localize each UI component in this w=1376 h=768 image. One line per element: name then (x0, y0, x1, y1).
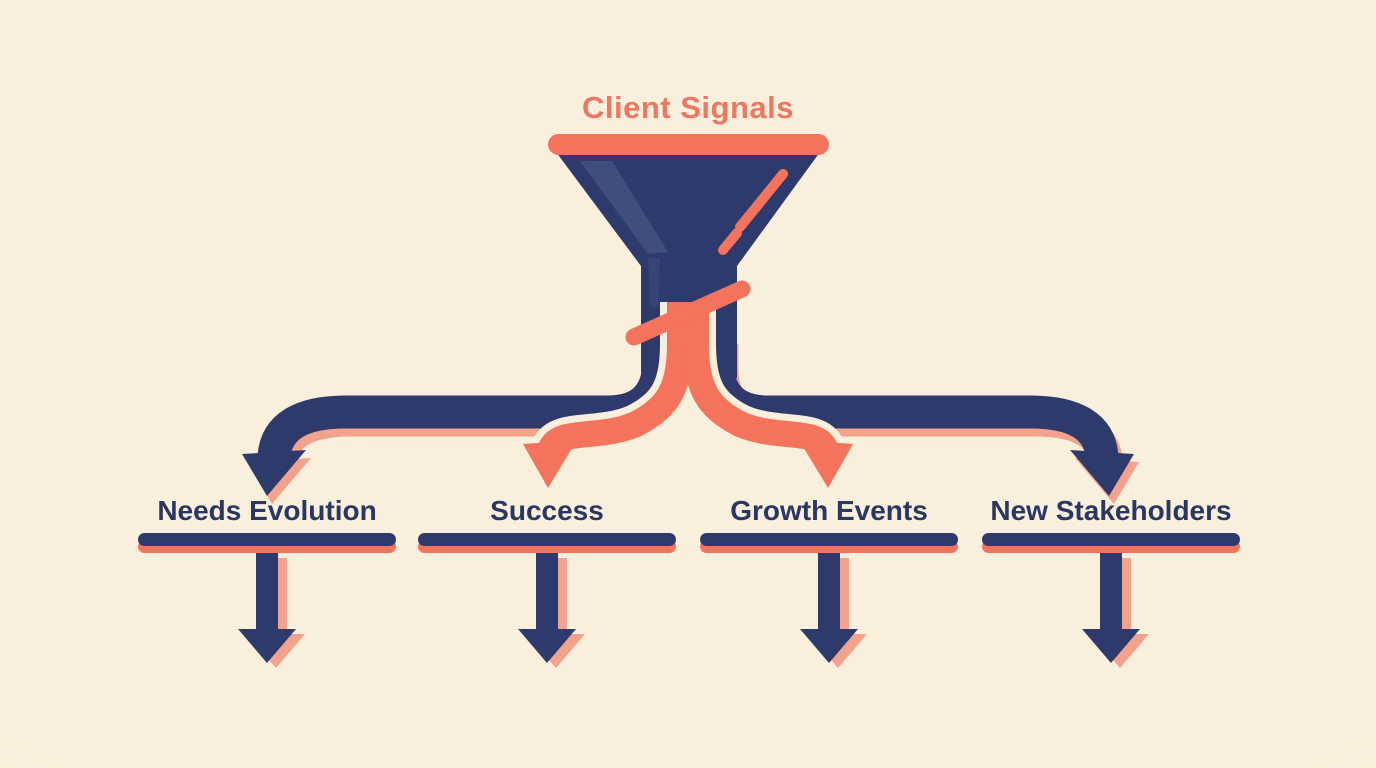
left-ribbon (539, 302, 693, 456)
branch-success: Success (418, 493, 676, 668)
down-arrow-icon (238, 553, 305, 668)
branch-underline-bar (138, 533, 396, 553)
funnel-highlight (580, 161, 668, 254)
right-pipe-arrowhead-icon (1070, 450, 1134, 496)
down-arrow-icon (800, 553, 867, 668)
right-ribbon-arrowhead-icon (799, 440, 853, 488)
funnel-icon (548, 134, 829, 378)
down-arrow-body (1082, 553, 1140, 663)
branch-new-stakeholders: New Stakeholders (982, 493, 1240, 668)
branch-underline-bar (982, 533, 1240, 553)
branch-needs-evolution: Needs Evolution (138, 493, 396, 668)
branch-growth-events: Growth Events (700, 493, 958, 668)
down-arrow-icon (1082, 553, 1149, 668)
bar (138, 533, 396, 546)
down-arrow-body (238, 553, 296, 663)
bar (418, 533, 676, 546)
branch-label: Needs Evolution (157, 495, 377, 526)
branch-underline-bar (700, 533, 958, 553)
down-arrow-body (800, 553, 858, 663)
left-pipe-arrowhead-icon (242, 450, 306, 496)
bar (700, 533, 958, 546)
funnel-stem-highlight (648, 258, 660, 306)
down-arrow-body (518, 553, 576, 663)
branch-label: Growth Events (730, 495, 928, 526)
branch-underline-bar (418, 533, 676, 553)
right-ribbon (683, 302, 837, 456)
coral-ribbons (523, 302, 853, 488)
funnel-rim-bar (548, 134, 829, 155)
left-ribbon-arrowhead-icon (523, 440, 577, 488)
branch-label: Success (490, 495, 604, 526)
diagram-title: Client Signals (582, 90, 794, 125)
bar (982, 533, 1240, 546)
down-arrow-icon (518, 553, 585, 668)
funnel-shine-dash-short (718, 228, 742, 255)
funnel-crossbar (625, 280, 751, 346)
funnel-shine-dash-long (735, 169, 788, 232)
branch-label: New Stakeholders (990, 495, 1232, 526)
